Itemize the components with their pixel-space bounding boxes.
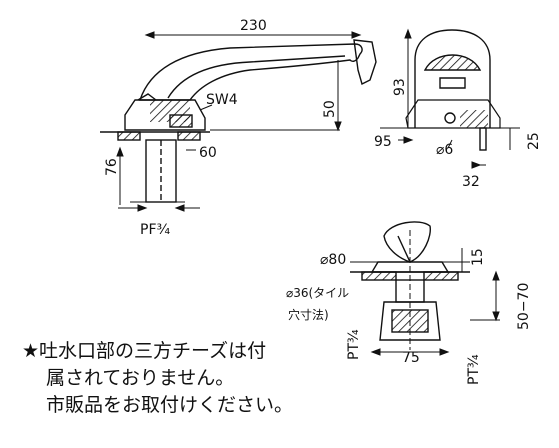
valve-tile-right: [423, 271, 459, 281]
spout-outline: [139, 43, 363, 101]
note-line-3: 市販品をお取付けください。: [46, 394, 294, 416]
dim-bottom-thread: PT³⁄₄: [466, 354, 482, 385]
dim-front-height: 93: [392, 78, 408, 96]
counter-right: [177, 131, 201, 141]
front-view: [380, 29, 520, 151]
dim-range: 50−70: [516, 283, 532, 330]
front-hole: [444, 112, 456, 124]
dim-base-width: 60: [199, 145, 217, 161]
counter-left: [117, 131, 141, 141]
spout-ridge: [167, 55, 346, 99]
note-line-1: ★吐水口部の三方チーズは付: [22, 340, 267, 362]
dim-shank-length: 76: [104, 158, 120, 176]
dim-hole-dia: ⌀6: [436, 142, 453, 158]
front-body: [414, 29, 491, 128]
dim-hole-label-1: ⌀36(タイル: [286, 286, 349, 300]
dim-offset: 32: [462, 174, 480, 190]
note-line-2: 属されておりません。: [46, 367, 235, 389]
spout-nozzle: [353, 39, 377, 86]
note-text: ★吐水口部の三方チーズは付 属されておりません。 市販品をお取付けください。: [22, 338, 352, 419]
dim-top-height: 15: [470, 248, 486, 266]
side-dimensions: [116, 31, 362, 212]
valve-body: [379, 301, 441, 341]
faucet-body: [124, 99, 206, 131]
dim-depth: 25: [526, 132, 542, 150]
dim-pipe-thread: PF³⁄₄: [140, 222, 170, 238]
valve-dimensions: [350, 248, 500, 356]
dim-left-thread: PT³⁄₄: [346, 329, 362, 360]
nut: [169, 114, 193, 128]
side-view: [100, 39, 377, 203]
dim-hole-label-2: 穴寸法): [288, 307, 329, 322]
dim-length: 230: [240, 18, 267, 34]
dim-flange-dia: ⌀80: [320, 252, 346, 268]
valve-handle: [383, 221, 431, 263]
dim-width: 75: [402, 350, 420, 366]
front-dimensions: [398, 28, 520, 169]
valve-view: [350, 221, 470, 350]
dim-height: 50: [322, 100, 338, 118]
dim-front-width: 95: [374, 134, 392, 150]
valve-tile-left: [361, 271, 397, 281]
dim-wrench: SW4: [206, 92, 238, 108]
front-pin: [479, 127, 487, 151]
